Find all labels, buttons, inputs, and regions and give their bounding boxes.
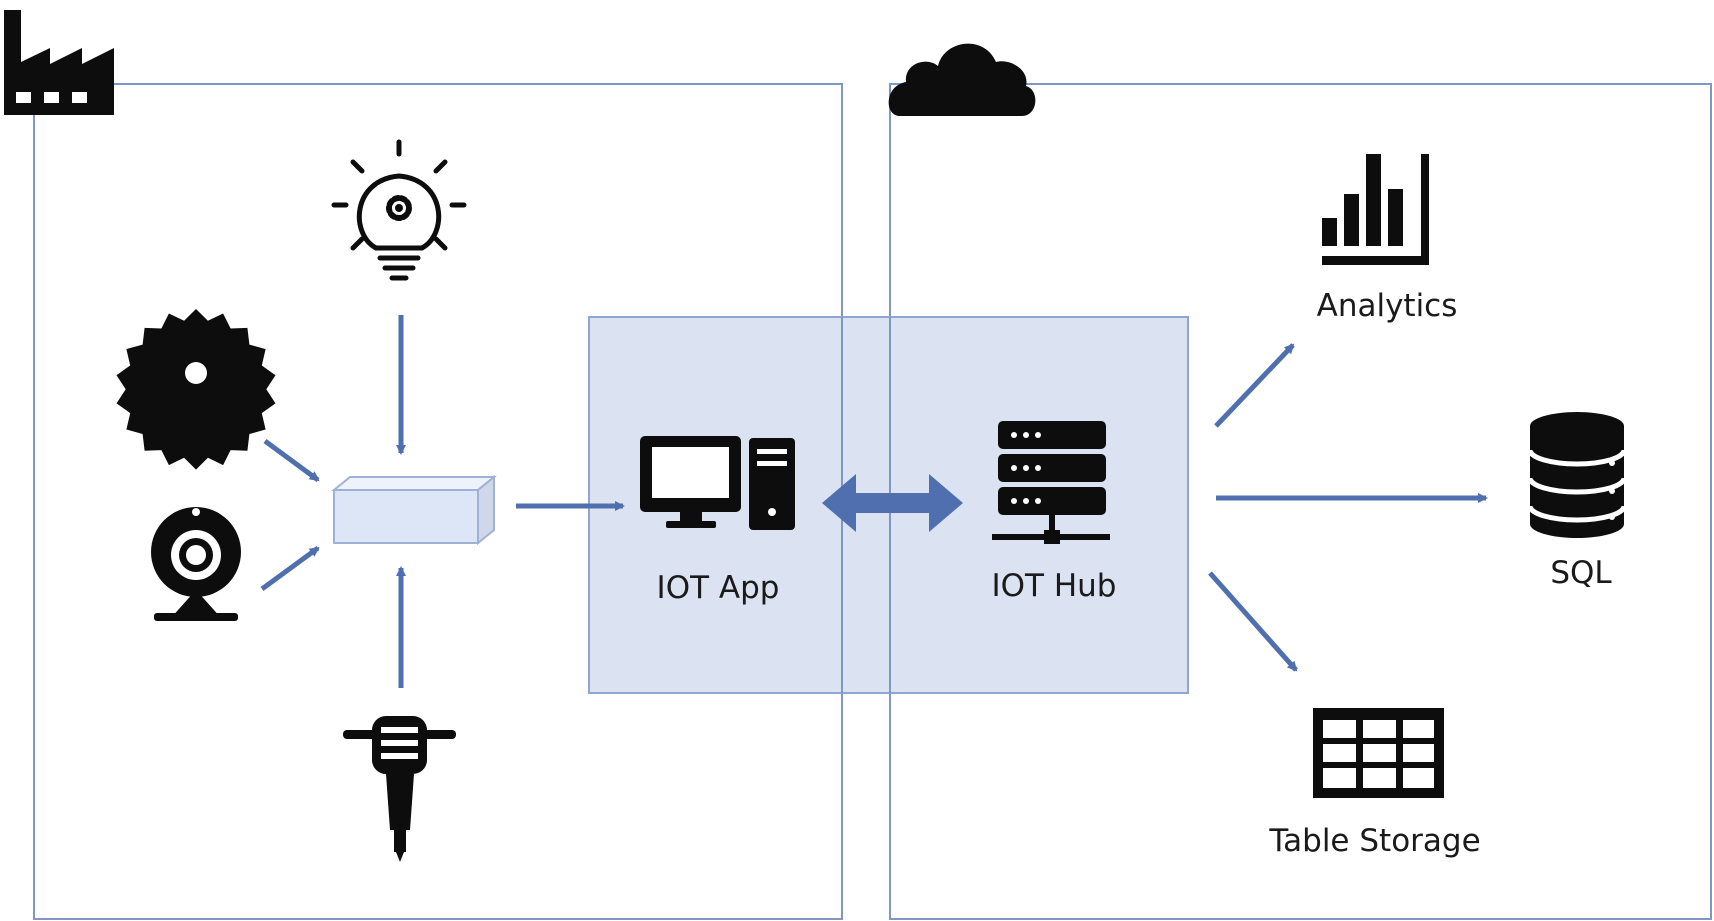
jackhammer-icon	[343, 716, 456, 862]
arrow-app-hub-bidirectional	[822, 474, 963, 532]
analytics-label: Analytics	[1316, 288, 1458, 324]
table-icon	[1313, 708, 1444, 798]
factory-icon	[4, 10, 114, 115]
computer-icon	[640, 436, 795, 530]
arrow-hub-to-table-storage	[1208, 571, 1298, 672]
saw-blade-icon	[116, 309, 276, 470]
arrow-saw-to-gateway	[263, 438, 320, 483]
bar-chart-icon	[1322, 154, 1429, 265]
server-icon	[992, 421, 1110, 544]
sql-label: SQL	[1550, 555, 1612, 591]
table-storage-label: Table Storage	[1269, 823, 1481, 859]
lightbulb-gear-icon	[331, 139, 467, 281]
cloud-icon	[888, 43, 1036, 116]
iot-hub-label: IOT Hub	[991, 568, 1117, 604]
database-icon	[1527, 412, 1627, 538]
arrow-webcam-to-gateway	[260, 545, 320, 592]
webcam-icon	[151, 507, 241, 621]
arrow-hub-to-analytics	[1214, 343, 1295, 428]
gateway-box-icon	[331, 474, 497, 546]
iot-app-label: IOT App	[656, 570, 780, 606]
